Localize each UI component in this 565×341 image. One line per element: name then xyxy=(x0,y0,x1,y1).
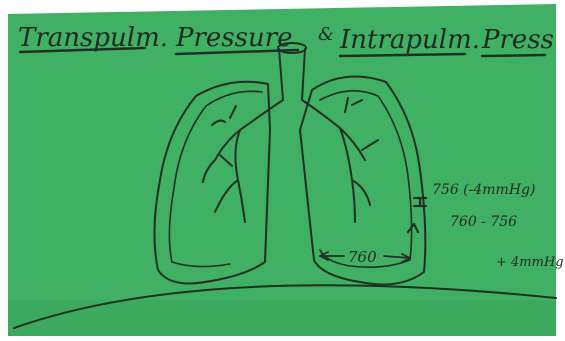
title-press: Press xyxy=(481,25,554,55)
title: Transpulm. Pressure & Intrapulm. Press xyxy=(18,23,554,56)
title-intrapulm: Intrapulm. xyxy=(339,25,480,55)
label-756-minus4: 756 (-4mmHg) xyxy=(432,182,535,198)
label-760-756: 760 - 756 xyxy=(450,214,517,230)
label-plus4mmhg: + 4mmHg xyxy=(496,255,564,270)
title-ampersand: & xyxy=(318,24,334,45)
title-pressure: Pressure xyxy=(175,23,293,53)
label-760: 760 xyxy=(348,248,377,266)
